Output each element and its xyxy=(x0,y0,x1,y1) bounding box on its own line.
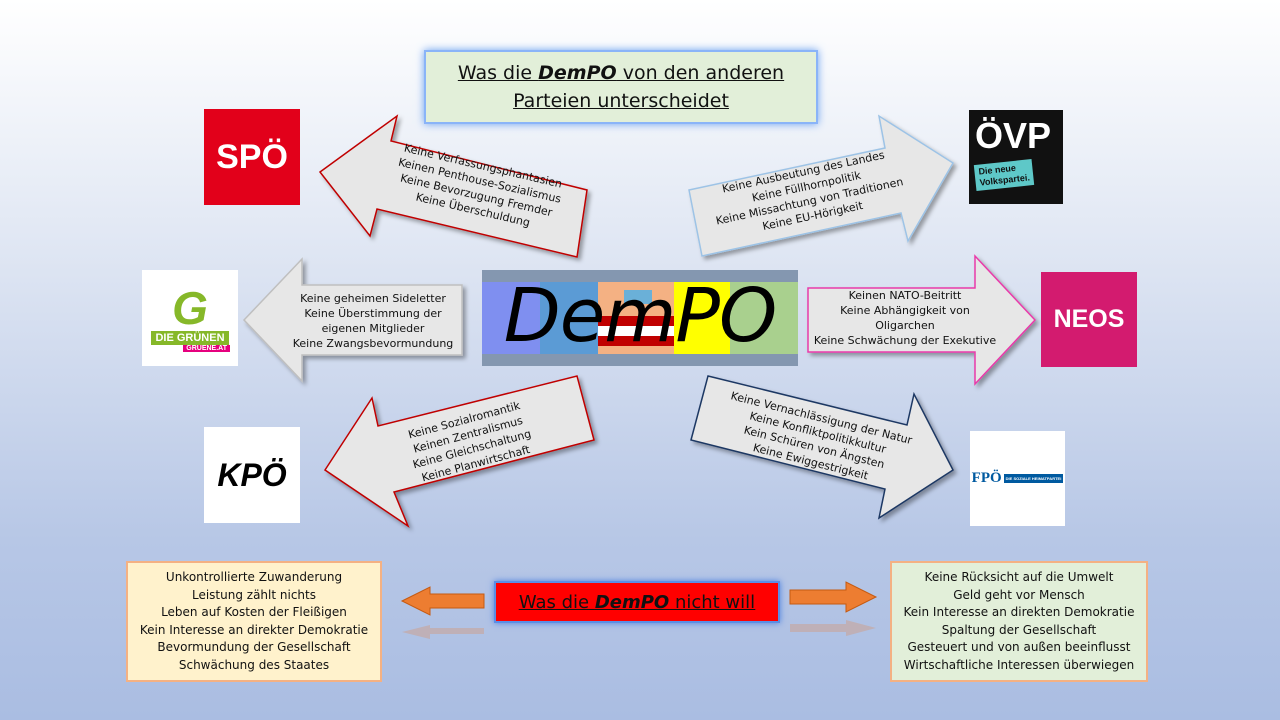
title-line-1: Was die DemPO von den anderen xyxy=(457,62,785,84)
title-line-2: Parteien unterscheidet xyxy=(513,90,729,112)
neos-logo: NEOS xyxy=(1041,272,1137,367)
gruene-logo: G DIE GRÜNEN GRUENE.AT xyxy=(142,270,238,366)
arrow-neos-text: Keinen NATO-Beitritt Keine Abhängigkeit … xyxy=(813,289,997,347)
arrow-fpoe xyxy=(690,375,954,520)
small-arrow-left xyxy=(400,586,485,616)
dempo-center-logo: DemPO xyxy=(482,270,798,366)
gruene-g-icon: G xyxy=(172,281,208,334)
oevp-teal-band: Die neue Volkspartei. xyxy=(973,159,1035,191)
fpoe-logo: FPÖ DIE SOZIALE HEIMATPARTEI xyxy=(970,431,1065,526)
left-list-box: Unkontrollierte Zuwanderung Leistung zäh… xyxy=(126,561,382,682)
arrow-gruene xyxy=(242,257,463,383)
spoe-logo: SPÖ xyxy=(204,109,300,205)
right-list-box: Keine Rücksicht auf die Umwelt Geld geht… xyxy=(890,561,1148,682)
title-box: Was die DemPO von den anderen Parteien u… xyxy=(424,50,818,124)
arrow-neos xyxy=(807,254,1037,386)
kpoe-logo: KPÖ xyxy=(204,427,300,523)
small-arrow-left-reflection xyxy=(402,625,484,639)
small-arrow-right-reflection xyxy=(790,620,876,636)
arrow-gruene-text: Keine geheimen Sideletter Keine Überstim… xyxy=(292,292,454,350)
dempo-logo-text: DemPO xyxy=(503,273,777,359)
not-will-box: Was die DemPO nicht will xyxy=(494,581,780,623)
oevp-logo: ÖVP Die neue Volkspartei. xyxy=(969,110,1063,204)
arrow-spoe xyxy=(318,114,588,258)
arrow-oevp xyxy=(688,114,955,257)
arrow-kpoe xyxy=(323,375,595,529)
small-arrow-right xyxy=(789,581,878,613)
